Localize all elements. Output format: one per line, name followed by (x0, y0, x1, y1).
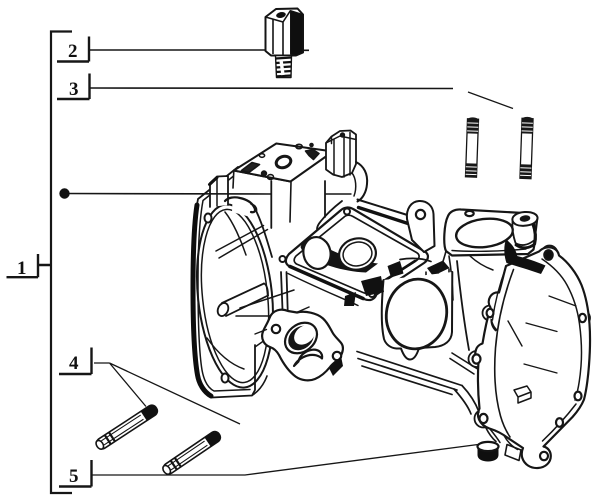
svg-text:4: 4 (69, 353, 79, 374)
svg-text:5: 5 (69, 466, 79, 487)
svg-text:1: 1 (17, 258, 27, 279)
svg-text:2: 2 (68, 41, 78, 62)
svg-text:3: 3 (69, 79, 79, 100)
